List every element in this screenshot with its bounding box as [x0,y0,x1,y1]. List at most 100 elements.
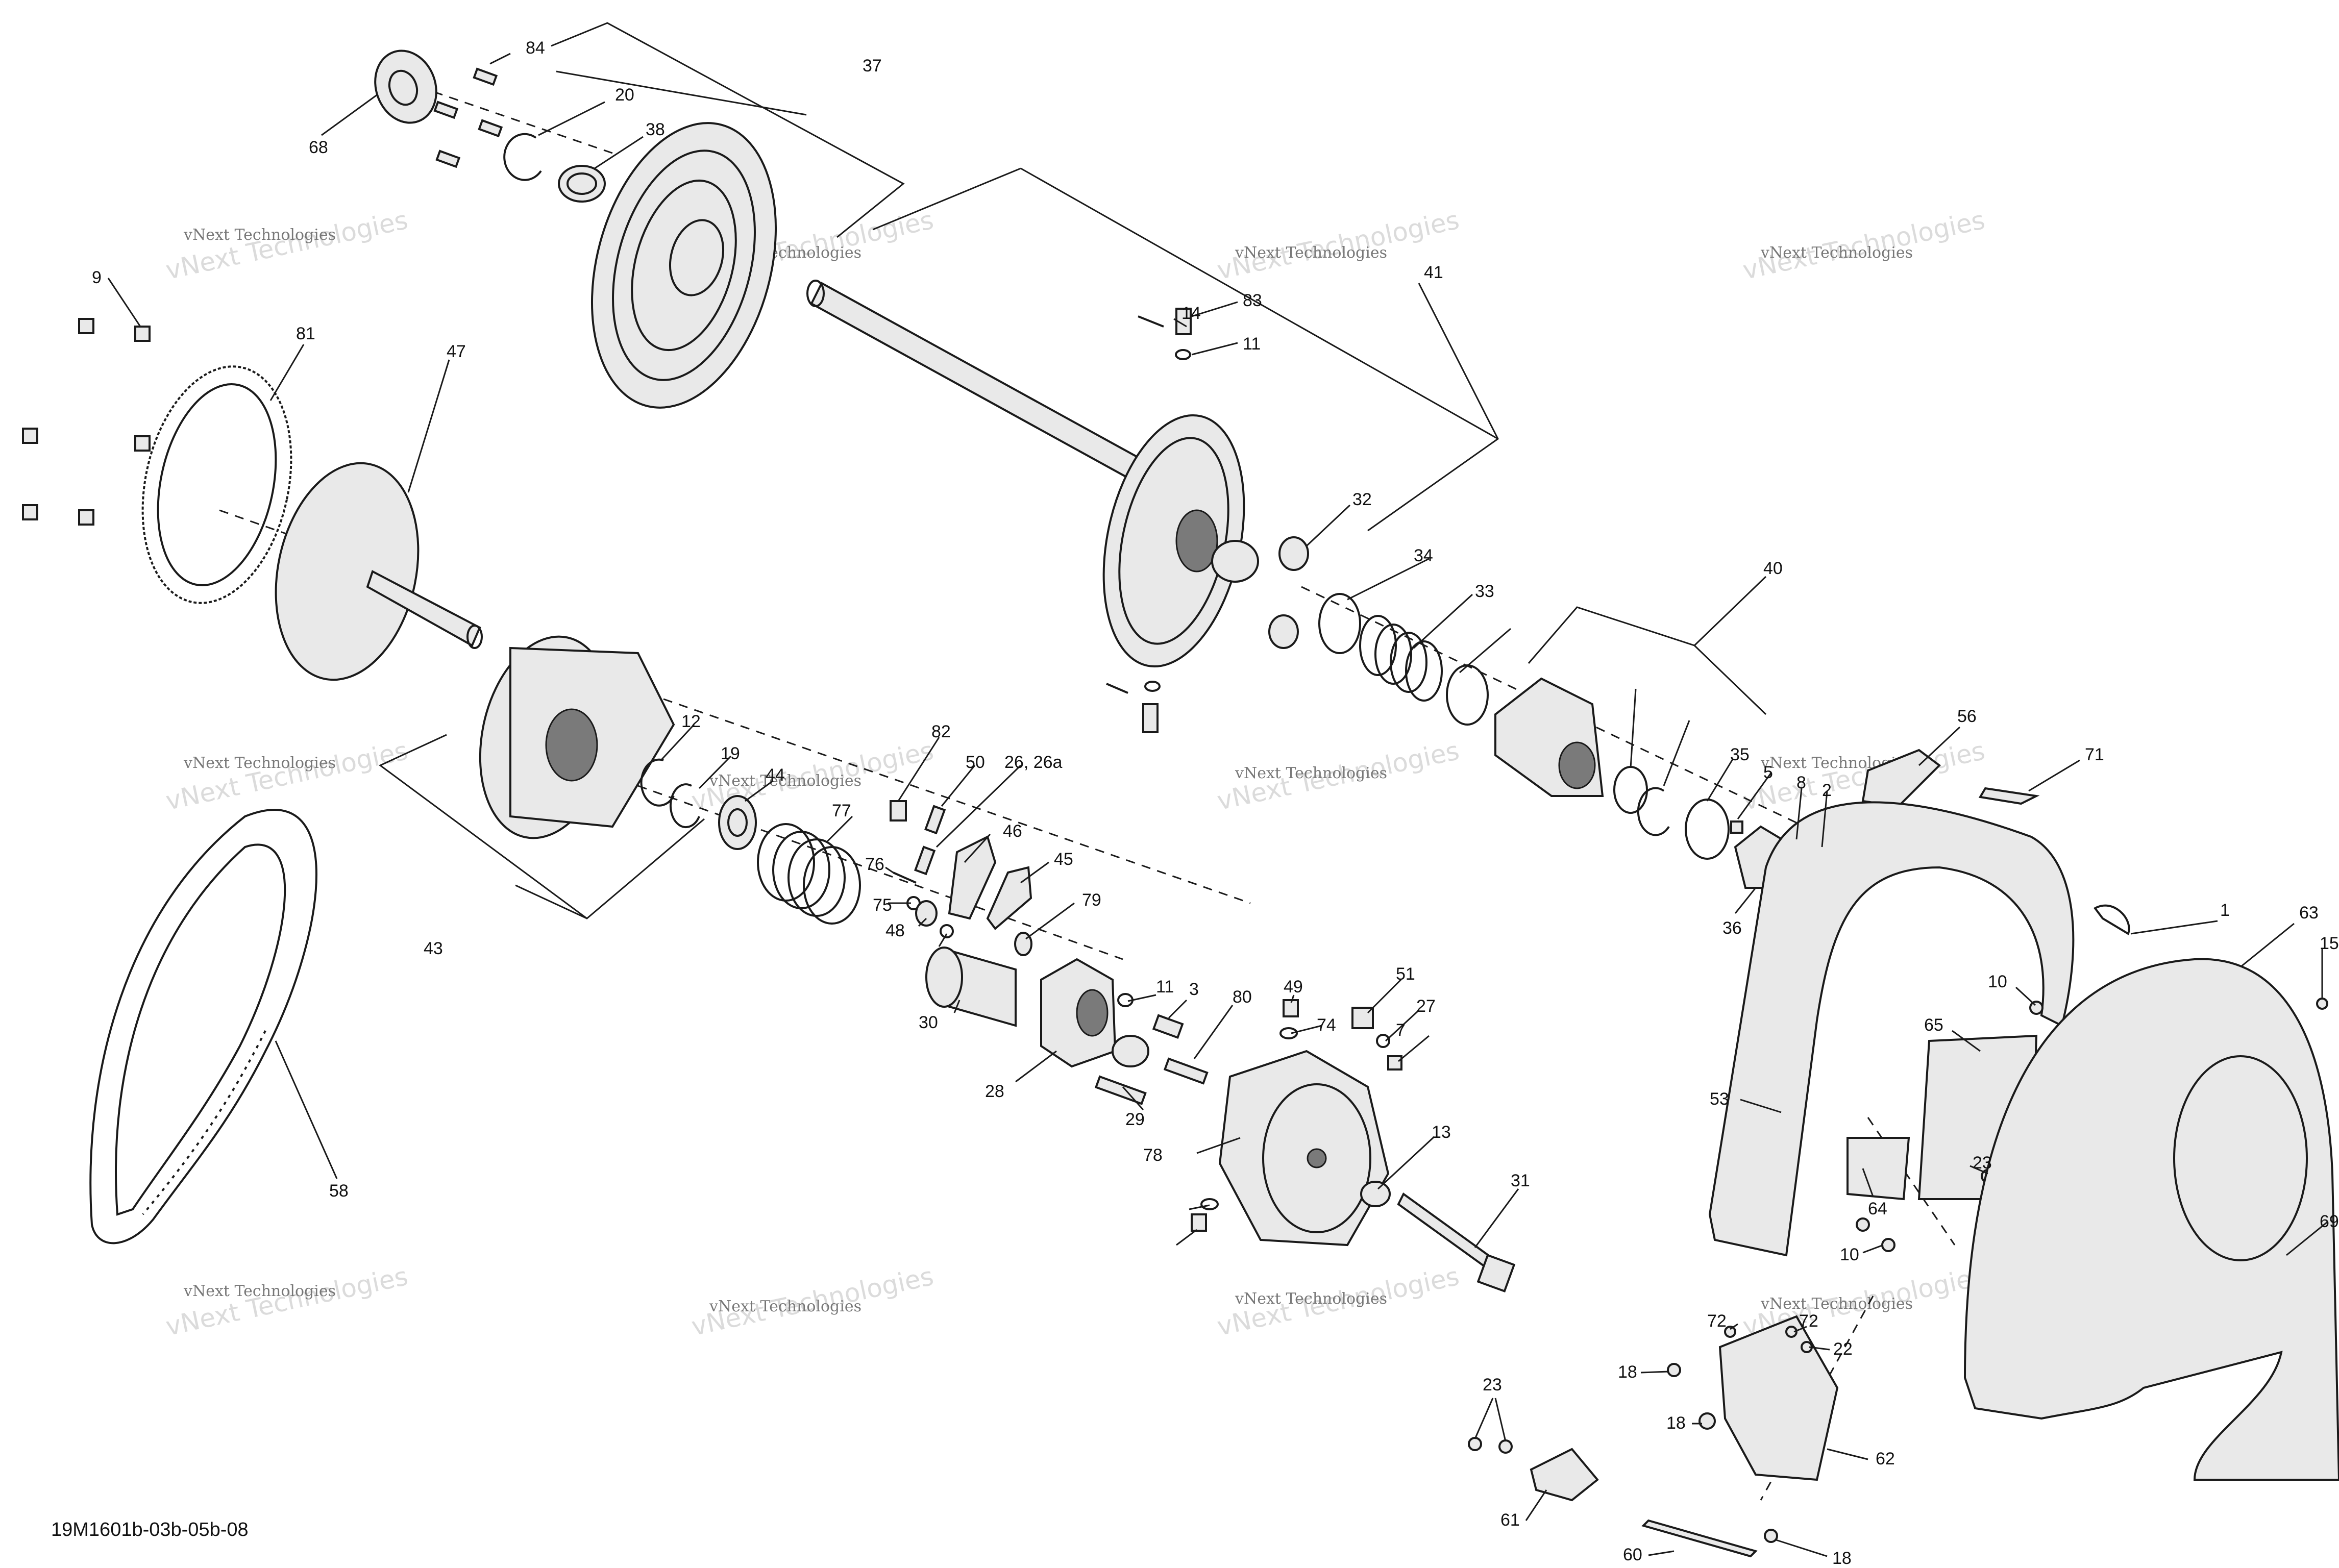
callout-43: 43 [424,939,443,958]
part-43-movable-housing [479,635,675,839]
callout-62: 62 [1876,1449,1895,1469]
part-19-ring [670,783,700,829]
part-40-cam [1494,677,1604,797]
part-9-bolts [22,318,151,526]
callout-20: 20 [615,85,634,105]
callout-74: 74 [1317,1015,1336,1035]
callout-18b: 18 [1666,1413,1686,1433]
callout-80: 80 [1233,987,1252,1007]
part-35-washer [1685,799,1730,860]
callout-51: 51 [1396,964,1415,984]
watermark: vNext Technologies [163,736,411,816]
part-12-ring [640,758,675,807]
part-11-washer [1144,349,1191,692]
watermark: vNext Technologies [163,205,411,285]
callout-19: 19 [721,744,740,763]
watermark-text: vNext Technologies [1760,1295,1913,1313]
part-28-spider [1040,958,1117,1068]
part-64-mount [1846,1137,1910,1201]
callout-64: 64 [1868,1199,1887,1218]
callout-36: 36 [1722,918,1742,938]
callout-49: 49 [1284,977,1303,997]
callout-14: 14 [1181,304,1201,323]
part-47-drive-sheave [275,462,483,681]
callout-10b: 10 [1840,1245,1859,1264]
callout-10: 10 [1988,972,2007,991]
callout-78: 78 [1143,1146,1163,1165]
part-82-screw [890,800,907,822]
callout-46: 46 [1003,822,1022,841]
callout-53: 53 [1710,1089,1729,1109]
part-50-pin [924,805,946,835]
callout-48: 48 [885,921,905,940]
callout-15: 15 [2320,934,2339,953]
callout-40: 40 [1763,559,1783,578]
part-44-washer [718,795,757,850]
callout-37: 37 [863,56,882,76]
callout-79: 79 [1082,890,1101,910]
part-20-circlip-b [1637,787,1670,836]
callout-labels: 84 68 20 38 37 9 81 47 14 83 11 41 32 34… [92,38,2339,1568]
callout-18c: 18 [1832,1549,1852,1568]
callout-29: 29 [1125,1110,1145,1129]
callout-8: 8 [1796,773,1806,792]
part-76-screw [893,872,917,884]
callout-45: 45 [1054,850,1073,869]
part-10-screws [1856,1001,2043,1252]
callout-75: 75 [873,895,892,915]
watermark-text: vNext Technologies [1235,1290,1387,1308]
watermark-text: vNext Technologies [183,754,336,772]
callout-23b: 23 [1483,1375,1502,1395]
svg-text:vNext Technologies: vNext Technologies [163,205,411,285]
part-38-bushing [558,165,606,203]
part-29-bushing [1112,1035,1149,1067]
svg-text:vNext Technologies: vNext Technologies [163,736,411,816]
part-26-pin [914,845,936,876]
part-20-circlip [503,133,542,181]
part-61-bracket [1530,1448,1599,1502]
callout-72b: 72 [1799,1311,1818,1331]
callout-84: 84 [526,38,545,58]
callout-1: 1 [2220,901,2230,920]
assembly-axes [219,91,1956,1501]
callout-63: 63 [2299,903,2319,923]
watermark-text: vNext Technologies [709,1298,861,1315]
callout-3: 3 [1189,980,1199,999]
callout-69: 69 [2320,1212,2339,1231]
callout-32: 32 [1352,490,1372,509]
part-80-bolt [1163,1057,1209,1085]
callout-7: 7 [1396,1021,1406,1040]
part-60-gasket [1641,1519,1758,1558]
part-49-nut [1191,999,1299,1232]
part-62-cover [1718,1315,1839,1481]
part-15-nut [2316,998,2328,1010]
callout-61: 61 [1500,1510,1520,1530]
callout-5: 5 [1763,763,1773,782]
callout-28: 28 [985,1082,1004,1101]
part-45-weight [986,866,1032,930]
callout-12: 12 [681,712,701,731]
callout-77: 77 [832,801,851,820]
part-33-spring [1359,615,1443,702]
watermark-text: vNext Technologies [183,226,336,244]
part-29-bolt [1094,1075,1147,1105]
callout-68: 68 [309,138,328,157]
part-31-bolt [1397,1192,1516,1293]
callout-18: 18 [1618,1362,1637,1382]
callout-58: 58 [329,1181,349,1201]
callout-38: 38 [646,120,665,139]
callout-81: 81 [296,324,315,343]
callout-31: 31 [1511,1171,1530,1190]
drawing-code: 19M1601b-03b-05b-08 [51,1519,249,1540]
watermark-text: vNext Technologies [183,1282,336,1300]
part-18-screws [1667,1363,1778,1543]
part-63-belt-guard [1963,958,2339,1481]
callout-11b: 11 [1156,977,1174,997]
callout-9: 9 [92,268,102,287]
watermark-text: vNext Technologies [1235,244,1387,262]
callout-13: 13 [1432,1123,1451,1142]
part-84-bolts [433,67,503,168]
callout-71: 71 [2085,745,2104,764]
part-68-seal [374,49,437,124]
